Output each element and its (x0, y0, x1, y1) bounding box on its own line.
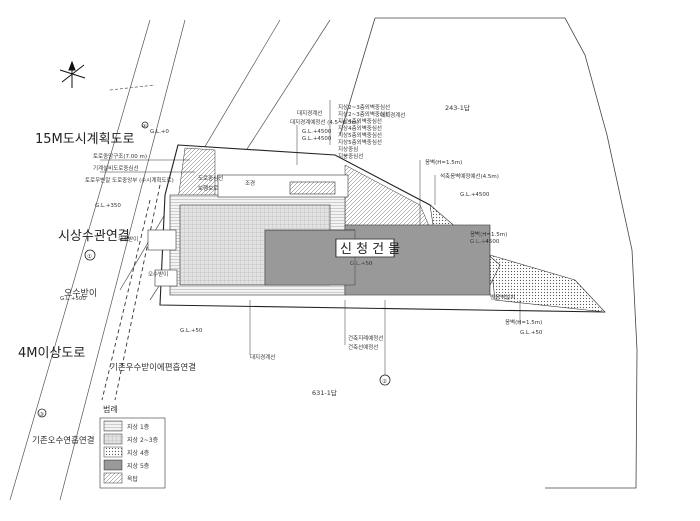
legend-item-1: 지상 2~3층 (127, 436, 159, 444)
manhole-id-3: ④ (142, 124, 147, 130)
gl-left-b: G.L.+500 (60, 296, 86, 302)
leader-c: 토로우빈알 도로중앙부 (수시계획도로) (85, 176, 174, 184)
rain-drain-connect-label: 기존우수받이에편흡연결 (110, 362, 196, 373)
lot-243-label: 243-1답 (445, 104, 470, 112)
road-4m-label: 4M이상도로 (18, 346, 85, 361)
zone-floor-5 (264, 229, 356, 286)
retaining-wall-bottom: 옹벽(H=1.5m) (505, 318, 542, 326)
legend-swatch-4 (103, 472, 123, 484)
legend-item-4: 옥탑 (127, 475, 139, 483)
legend-item-0: 지상 1층 (127, 423, 150, 431)
bottom-line-left: 대지경계선 (250, 353, 275, 361)
legend-title: 범례 (103, 404, 118, 414)
floor-note-1: 지상2~3층외벽중심선 (338, 110, 390, 118)
sewage-box (147, 229, 177, 251)
legend-swatch-3 (103, 459, 123, 471)
floor-note-5: 지상5층외벽중심선 (338, 138, 382, 146)
stem-label-0: 건축지례예정선 (348, 334, 383, 342)
gl-bottom-b: G.L.+50 (520, 330, 543, 336)
floor-note-4: 지상5층외벽중심선 (338, 131, 382, 139)
floor-notes: 지상2~3층외벽중심선 지상2~3층외벽중심선 지상4층외벽중심선 지상4층외벽… (290, 103, 390, 160)
building-label-box (335, 238, 395, 258)
legend-swatch-1 (103, 433, 123, 445)
stair-core (289, 181, 336, 195)
column-note-0: 대지경계선 (297, 109, 322, 117)
water-supply-label: 시상수관연결 (58, 229, 130, 244)
zone-floor-4 (344, 224, 491, 296)
floor-note-3: 지상4층외벽중심선 (338, 124, 382, 132)
lot-631-label: 631-1답 (312, 389, 337, 397)
gl-right-top: G.L.+4500 (460, 192, 490, 198)
note-right-wall: 옹벽(H=1.5m) (470, 230, 507, 238)
road-center-gl: G.L.+0 (150, 129, 169, 135)
retaining-wall-top: 옹벽(H=1.5m) (425, 158, 462, 166)
leader-lines (100, 100, 521, 378)
bottom-line-right: 방음벽설치 (490, 293, 515, 301)
new-building-label: 신 청 건 물 (340, 242, 400, 257)
manhole-id-0: ① (87, 254, 92, 260)
manholes (37, 121, 391, 418)
floor-note-6: 지상중심 (338, 145, 358, 153)
legend-swatch-0 (103, 420, 123, 432)
manhole-id-1: ② (382, 378, 387, 385)
stem-label-1: 건축선예정선 (348, 343, 378, 351)
legend-item-3: 지상 5층 (127, 462, 150, 470)
north-arrow (59, 60, 86, 88)
leader-b: 기계설비도로중심선 (93, 164, 139, 172)
gl-bottom-a: G.L.+50 (180, 328, 203, 334)
column-note-1: 대지경계예정선 (4.5~6.5m) (290, 118, 359, 126)
sewage-box-2 (154, 269, 178, 287)
inner-label: 조경 (245, 180, 255, 187)
gl-right-mid: G.L.+4500 (470, 239, 500, 245)
sewage-drain-label: 오수받이 (64, 288, 97, 299)
floor-note-2: 지상4층외벽중심선 (338, 117, 382, 125)
road-center: 도로중심선 (198, 174, 223, 182)
setback-line: 대지경계선 (380, 111, 405, 119)
legend-item-2: 지상 4층 (127, 449, 150, 457)
lot-boundary-lines (339, 17, 638, 489)
legend: 범례 지상 1층 지상 2~3층 지상 4층 지상 5층 옥탑 (99, 404, 166, 489)
existing-path: 보행보로 (198, 184, 218, 192)
floor-note-7: 지붕중심선 (338, 152, 363, 160)
existing-sewage-label: 기존오수연흡연결 (32, 435, 95, 446)
manhole-id-2: ③ (39, 412, 44, 418)
retaining-wall-right: 석축옹벽예정예선(4.5m) (440, 172, 499, 180)
floor-note-0: 지상2~3층외벽중심선 (338, 103, 390, 111)
road-15m-label: 15M도시계획도로 (35, 132, 135, 147)
gl-center: G.L.+50 (350, 261, 373, 267)
building-zones (147, 174, 491, 296)
storm-inlet-top: 우수받이 (118, 235, 138, 243)
leader-a: 토로중앙구조(7.00 m) (93, 152, 147, 160)
column-note-2: G.L.+4500 (302, 129, 332, 135)
gl-top-mid: G.L.+4500 (302, 136, 332, 142)
gl-left-a: G.L.+350 (95, 203, 121, 209)
sewer-manhole: 오수받이 (148, 270, 168, 278)
legend-swatch-2 (103, 446, 123, 458)
